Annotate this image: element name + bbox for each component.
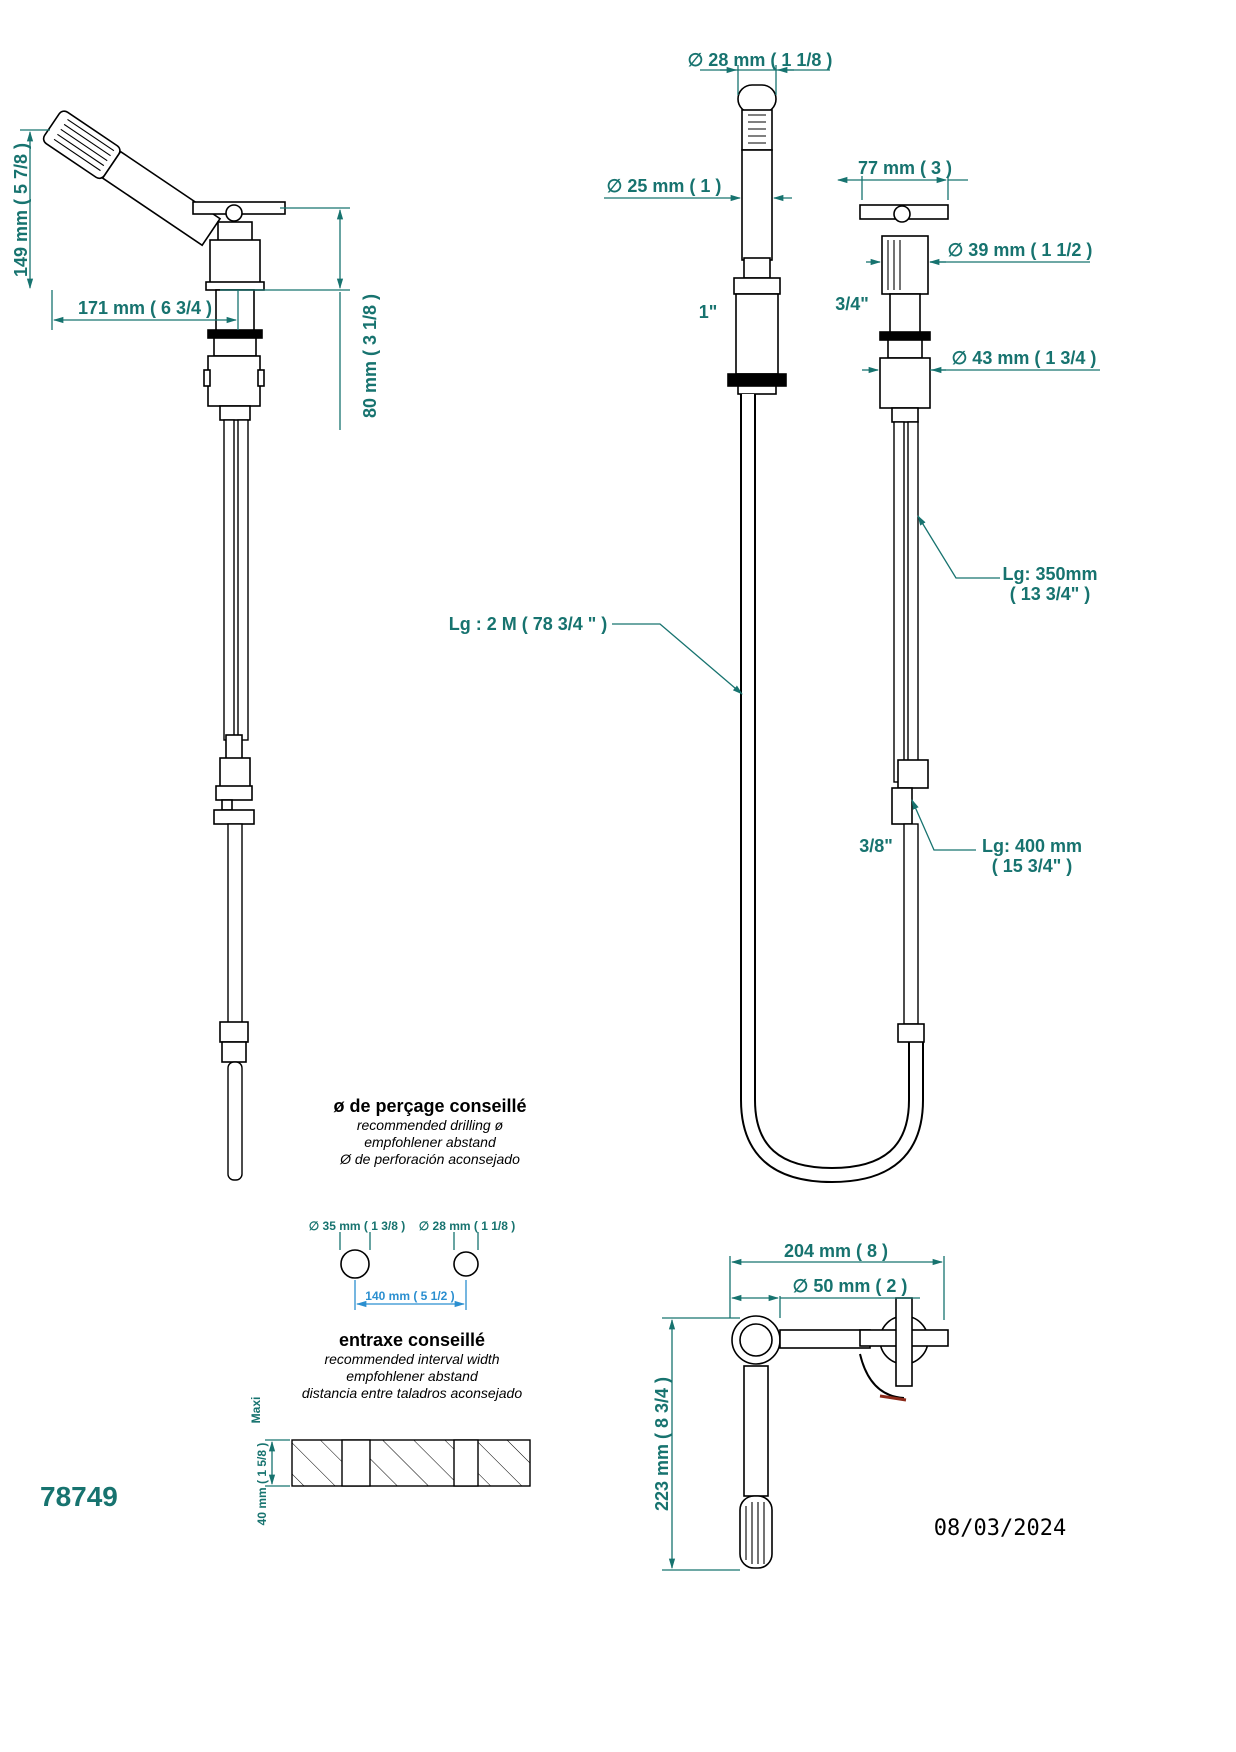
dim-dia-39: ∅ 39 mm ( 1 1/2 ) (948, 240, 1093, 260)
dim-149: 149 mm ( 5 7/8 ) (11, 143, 31, 277)
dim-dia-43: ∅ 43 mm ( 1 3/4 ) (952, 348, 1097, 368)
reference-number: 78749 (40, 1481, 118, 1512)
interval-section: entraxe conseillé recommended interval w… (249, 1330, 531, 1526)
drilling-title: ø de perçage conseillé (333, 1096, 526, 1116)
hole2-dim: ∅ 28 mm ( 1 1/8 ) (419, 1219, 516, 1233)
dim-width-77: 77 mm ( 3 ) (858, 158, 952, 178)
thickness-maxi: Maxi (249, 1397, 263, 1424)
interval-de: empfohlener abstand (346, 1368, 479, 1384)
front-view-right: ∅ 28 mm ( 1 1/8 ) ∅ 25 mm ( 1 ) 77 mm ( … (449, 50, 1100, 1183)
drill-spacing: 140 mm ( 5 1/2 ) (365, 1289, 454, 1303)
dim-223: 223 mm ( 8 3/4 ) (652, 1377, 672, 1511)
dim-dia-50: ∅ 50 mm ( 2 ) (793, 1276, 908, 1296)
dim-80: 80 mm ( 3 1/8 ) (360, 294, 380, 418)
hose-main-label: Lg : 2 M ( 78 3/4 " ) (449, 614, 608, 634)
interval-title: entraxe conseillé (339, 1330, 485, 1350)
side-view-left: 149 mm ( 5 7/8 ) 171 mm ( 6 3/4 ) 80 mm … (11, 110, 380, 1181)
drill-hole-2 (453, 1251, 479, 1277)
drilling-es: Ø de perforación aconsejado (339, 1151, 520, 1167)
drilling-en: recommended drilling ø (357, 1117, 504, 1133)
drill-hole-1 (340, 1249, 370, 1279)
top-view: 204 mm ( 8 ) ∅ 50 mm ( 2 ) 223 mm ( 8 3/… (652, 1241, 949, 1571)
hose-400-label-b: ( 15 3/4" ) (992, 856, 1073, 876)
thickness-dim: 40 mm ( 1 5/8 ) (255, 1443, 269, 1526)
interval-en: recommended interval width (324, 1351, 499, 1367)
dim-dia-25: ∅ 25 mm ( 1 ) (607, 176, 722, 196)
dim-dia-28: ∅ 28 mm ( 1 1/8 ) (688, 50, 833, 70)
drilling-section: ø de perçage conseillé recommended drill… (309, 1096, 527, 1310)
thread-1-label: 1" (699, 302, 718, 322)
document-date: 08/03/2024 (934, 1516, 1066, 1541)
hand-shower-left (42, 110, 222, 247)
hole1-dim: ∅ 35 mm ( 1 3/8 ) (309, 1219, 406, 1233)
hose-350-label-b: ( 13 3/4" ) (1010, 584, 1091, 604)
thread-38-label: 3/8" (859, 836, 893, 856)
dim-204: 204 mm ( 8 ) (784, 1241, 888, 1261)
hose-350-label-a: Lg: 350mm (1002, 564, 1097, 584)
interval-es: distancia entre taladros aconsejado (302, 1385, 522, 1401)
thread-34-label: 3/4" (835, 294, 869, 314)
dim-171: 171 mm ( 6 3/4 ) (78, 298, 212, 318)
hose-400-label-a: Lg: 400 mm (982, 836, 1082, 856)
drilling-de: empfohlener abstand (364, 1134, 497, 1150)
